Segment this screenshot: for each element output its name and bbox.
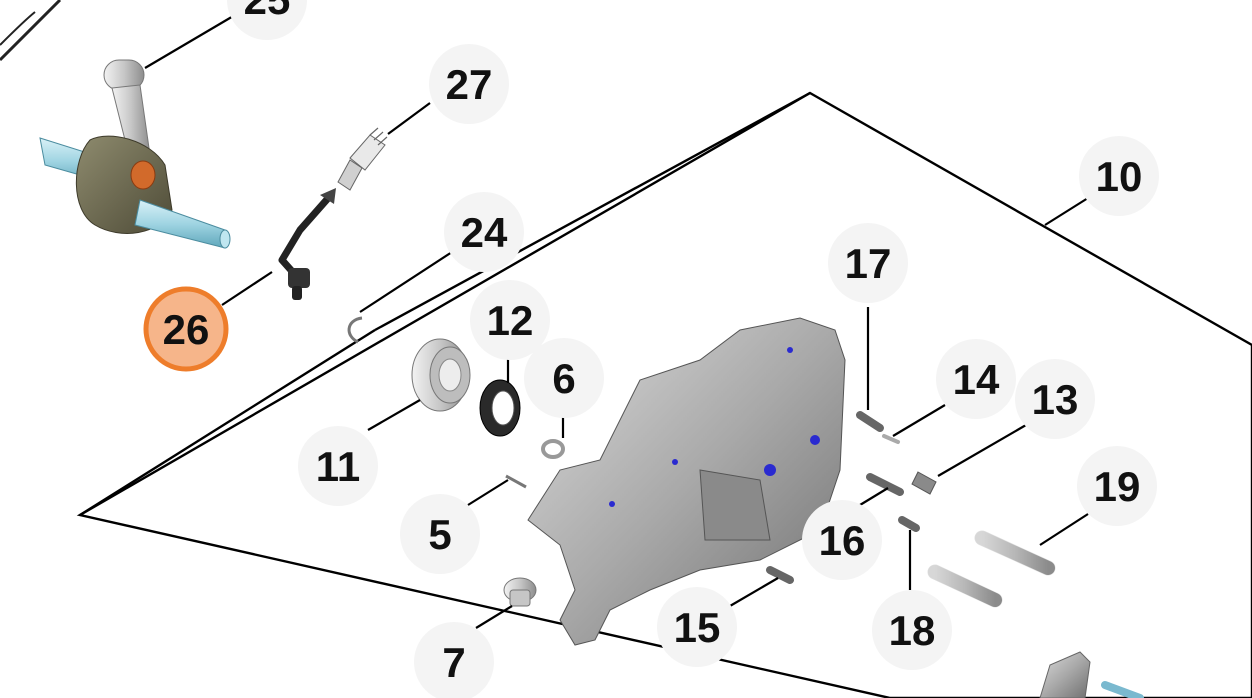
callout-10[interactable]: 10 [1079,136,1159,216]
sleeve-icon[interactable] [911,471,937,495]
spark-plug-icon[interactable] [337,127,388,191]
callout-11[interactable]: 11 [298,426,378,506]
svg-text:24: 24 [461,209,508,256]
callout-25[interactable]: 25 [227,0,307,40]
callout-18[interactable]: 18 [872,590,952,670]
svg-text:19: 19 [1094,463,1141,510]
leader-lines [144,14,1089,629]
svg-text:10: 10 [1096,153,1143,200]
callout-27[interactable]: 27 [429,44,509,124]
svg-text:11: 11 [316,443,360,490]
svg-text:16: 16 [819,517,866,564]
oil-seal-icon[interactable] [479,379,521,437]
oil-hose-icon[interactable] [278,188,336,300]
svg-text:13: 13 [1032,376,1079,423]
crankcase-icon[interactable] [527,317,846,646]
callout-24[interactable]: 24 [444,192,524,272]
svg-text:6: 6 [552,355,575,402]
crankshaft-icon[interactable] [0,0,231,249]
callout-layer: 25 27 10 24 17 26 12 6 [143,0,1159,698]
svg-text:18: 18 [889,607,936,654]
callout-19[interactable]: 19 [1077,446,1157,526]
assembly-outline-left [79,328,376,517]
callout-13[interactable]: 13 [1015,359,1095,439]
callout-17[interactable]: 17 [828,223,908,303]
svg-text:12: 12 [487,297,534,344]
washer-icon[interactable] [541,439,565,459]
callout-7[interactable]: 7 [414,622,494,698]
svg-text:5: 5 [428,511,451,558]
callout-26-active[interactable]: 26 [143,286,229,372]
svg-text:14: 14 [953,356,1000,403]
svg-text:17: 17 [845,240,892,287]
circlip-icon[interactable] [347,316,363,344]
callout-12[interactable]: 12 [470,280,550,360]
callout-5[interactable]: 5 [400,494,480,574]
svg-text:26: 26 [163,306,210,353]
bearing-icon[interactable] [411,338,471,412]
svg-text:7: 7 [442,639,465,686]
stud-icon[interactable] [927,530,1056,608]
assembly-outline-10 [76,91,1252,698]
grommet-icon[interactable] [503,577,537,607]
svg-text:27: 27 [446,61,493,108]
svg-text:25: 25 [244,0,291,23]
assembly-outline-top-left [374,91,811,332]
callout-14[interactable]: 14 [936,339,1016,419]
bracket-icon[interactable] [1039,651,1144,698]
callout-6[interactable]: 6 [524,338,604,418]
callout-16[interactable]: 16 [802,500,882,580]
pin-icon[interactable] [505,411,920,584]
svg-text:15: 15 [674,604,721,651]
callout-15[interactable]: 15 [657,587,737,667]
